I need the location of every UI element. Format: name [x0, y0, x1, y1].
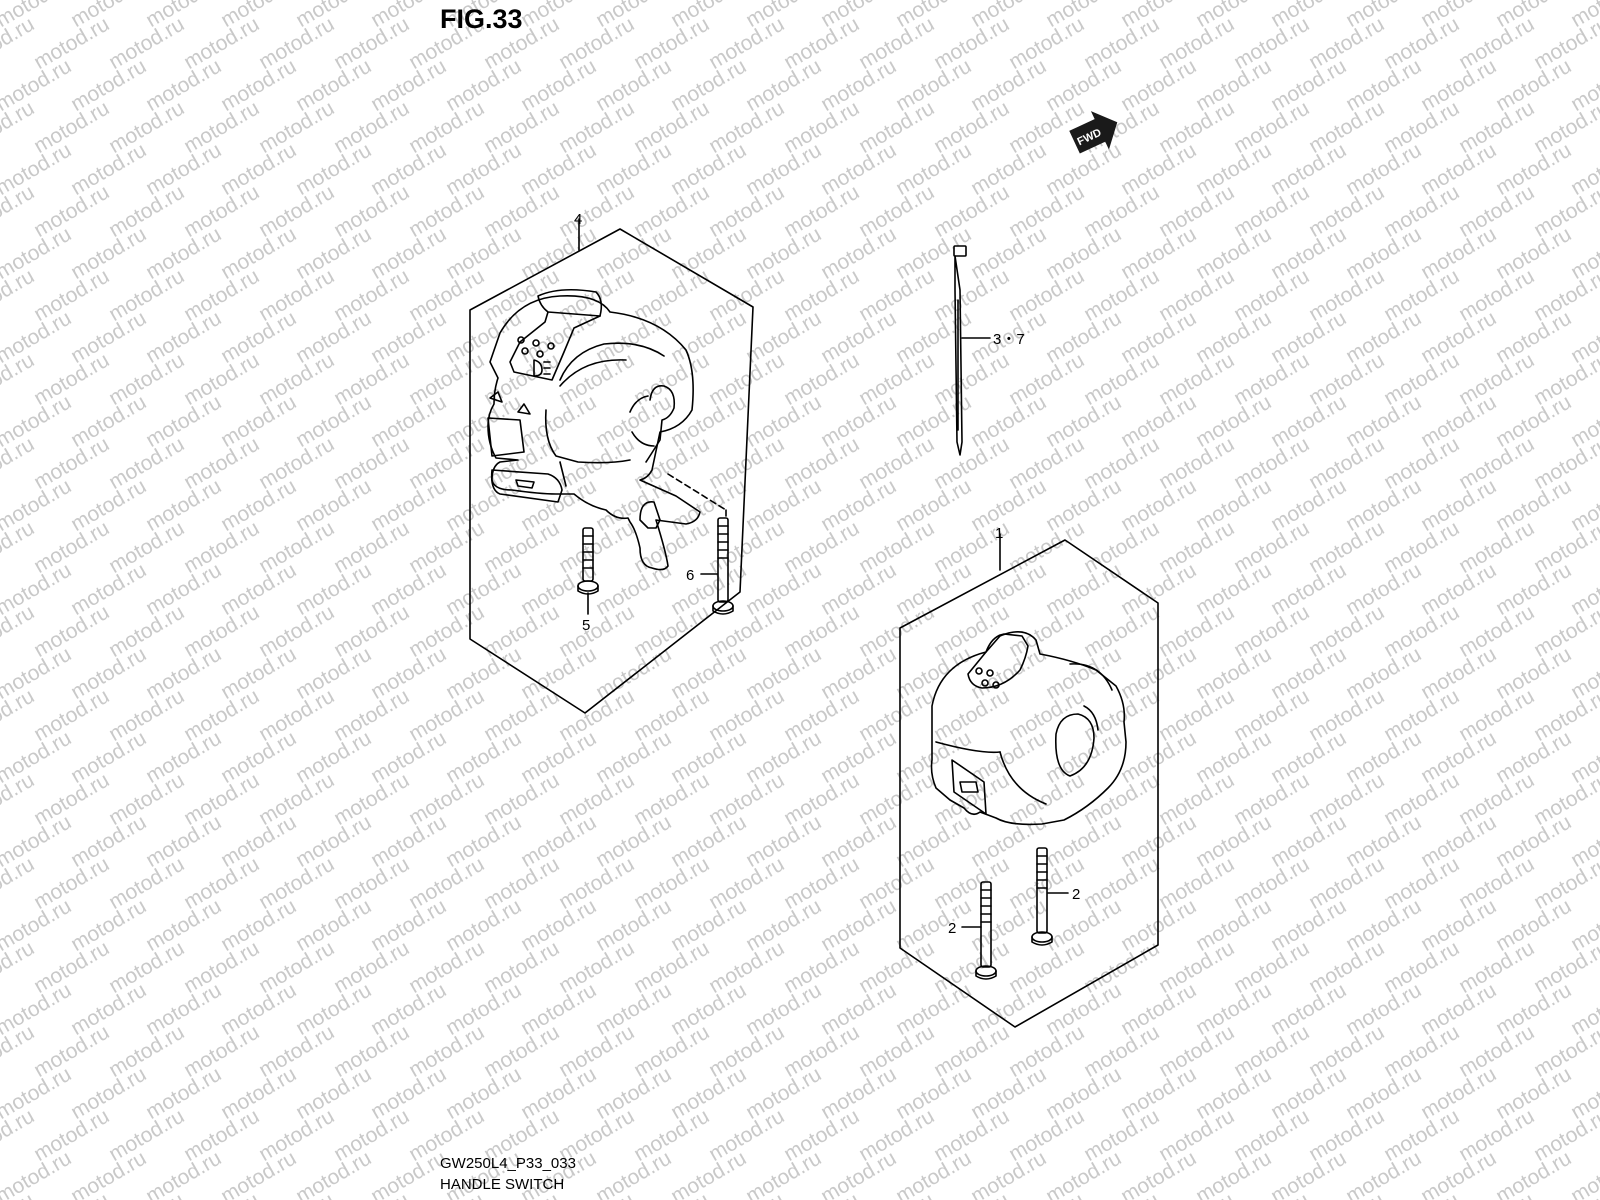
figure-title: FIG.33 — [440, 4, 523, 34]
callout-3-7: 3・7 — [993, 331, 1025, 348]
indicator-dot — [536, 350, 544, 358]
callout-2-right: 2 — [1072, 886, 1080, 903]
indicator-dot — [981, 679, 989, 687]
screw-5 — [577, 527, 599, 595]
screw-2-right — [1031, 847, 1053, 946]
cable-tie — [953, 245, 967, 456]
indicator-dot — [532, 339, 540, 347]
callout-4: 4 — [574, 211, 582, 228]
screw-6 — [712, 517, 734, 615]
fwd-direction-arrow: FWD — [1069, 111, 1118, 154]
callout-6: 6 — [686, 567, 694, 584]
callout-5: 5 — [582, 617, 590, 634]
figure-code: GW250L4_P33_033 — [440, 1155, 576, 1172]
callout-2-left: 2 — [948, 920, 956, 937]
indicator-dot — [517, 336, 525, 344]
callout-1: 1 — [995, 525, 1003, 542]
figure-name: HANDLE SWITCH — [440, 1176, 565, 1193]
left-switch-housing — [487, 288, 701, 571]
assembly-1-outline — [899, 539, 1159, 1028]
assembly-4-outline — [469, 228, 754, 714]
indicator-dot — [986, 669, 994, 677]
indicator-dot — [992, 681, 1000, 689]
indicator-dot — [547, 342, 555, 350]
indicator-dot — [521, 347, 529, 355]
right-switch-housing — [930, 631, 1127, 826]
screw-2-left — [975, 881, 997, 980]
indicator-dot — [975, 667, 983, 675]
